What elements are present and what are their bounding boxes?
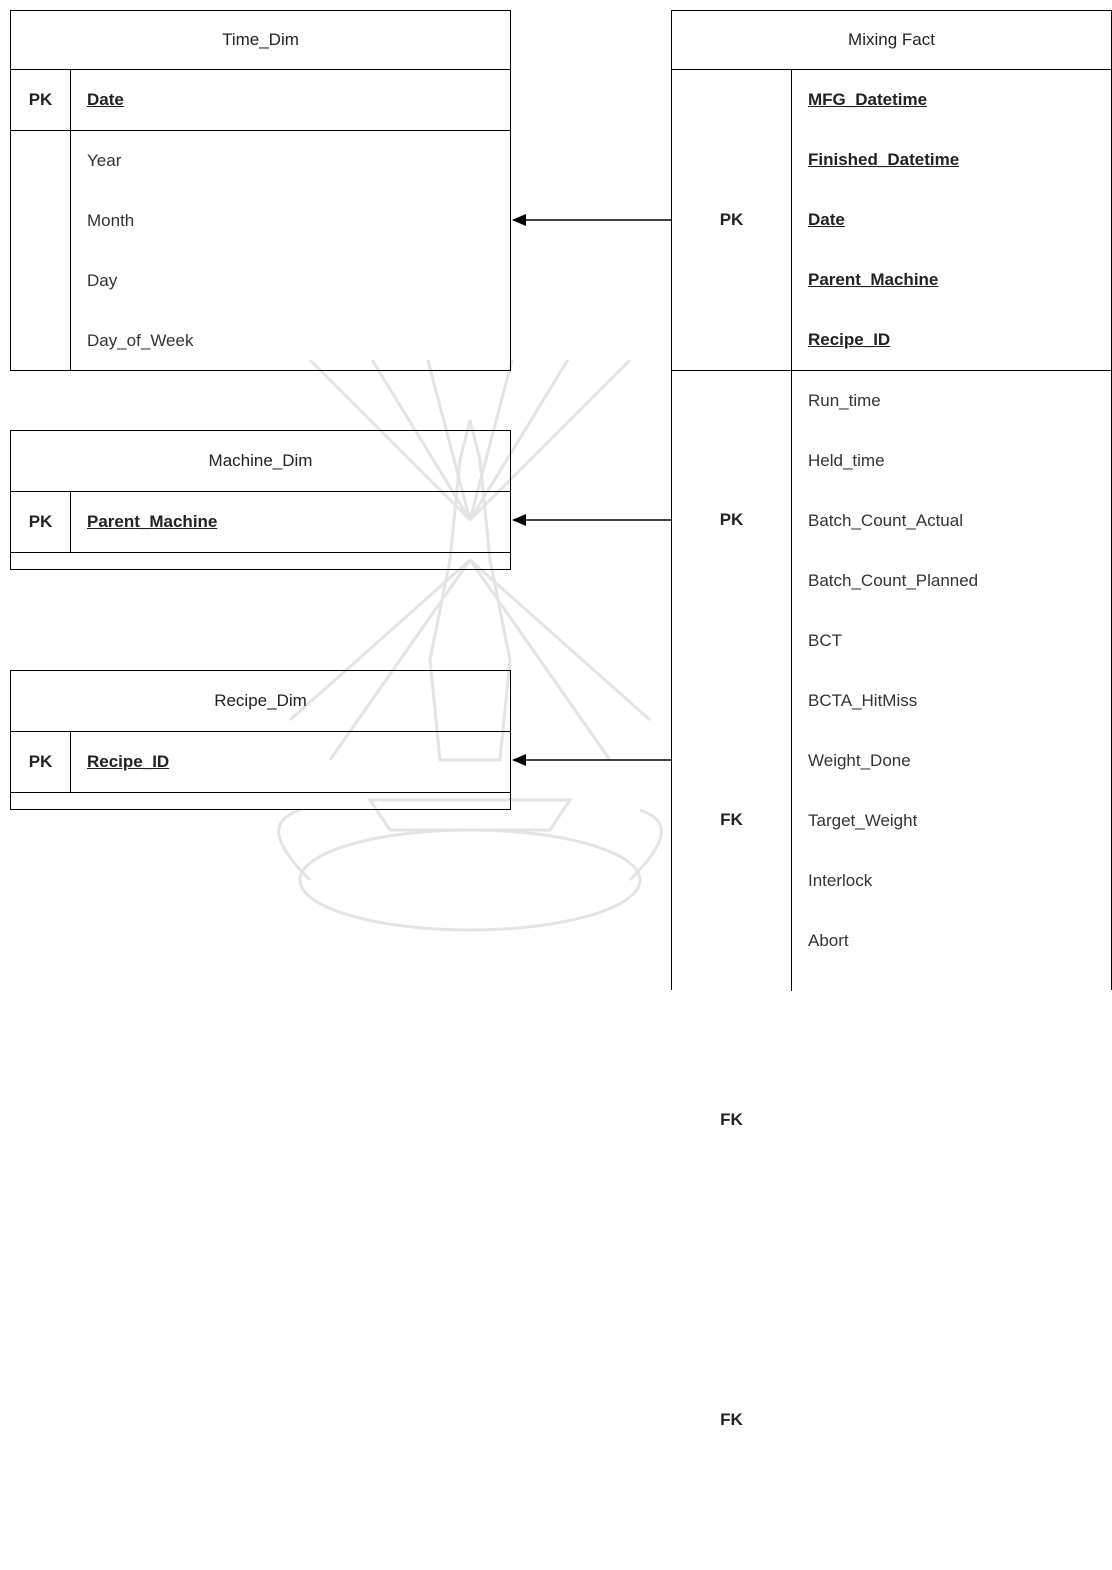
pk-field-date: Date xyxy=(87,90,124,109)
table-row: PK Parent_Machine xyxy=(11,492,510,552)
machine-dim-title: Machine_Dim xyxy=(11,431,510,492)
table-row: PK Date xyxy=(11,70,510,130)
field-month: Month xyxy=(87,211,135,230)
field-target-weight: Target_Weight xyxy=(808,811,918,830)
pk-field-recipe-id: Recipe_ID xyxy=(87,752,170,771)
fk-field-parent-machine: Parent_Machine xyxy=(808,270,939,289)
field-batch-count-actual: Batch_Count_Actual xyxy=(808,511,963,530)
list-item: Parent_Machine xyxy=(792,250,959,310)
mixing-fact-title: Mixing Fact xyxy=(672,11,1111,70)
key-label: FK xyxy=(720,1110,743,1129)
list-item: Held_time xyxy=(792,431,978,491)
list-item: Day xyxy=(71,251,193,311)
recipe-dim-empty-attributes xyxy=(11,793,510,811)
list-item: Day_of_Week xyxy=(71,311,193,371)
list-item: Recipe_ID xyxy=(792,310,959,370)
field-day-of-week: Day_of_Week xyxy=(87,331,194,350)
list-item: MFG_Datetime xyxy=(792,70,959,130)
time-dim-table[interactable]: Time_Dim PK Date Year Month Day Day_of_W… xyxy=(10,10,511,371)
mixing-fact-attributes: Run_time Held_time Batch_Count_Actual Ba… xyxy=(672,371,1111,991)
time-dim-title: Time_Dim xyxy=(11,11,510,70)
list-item: Year xyxy=(71,131,193,191)
key-label: FK xyxy=(720,1410,743,1429)
list-item: Month xyxy=(71,191,193,251)
key-label: PK xyxy=(11,492,71,552)
field-interlock: Interlock xyxy=(808,871,873,890)
list-item: Weight_Done xyxy=(792,731,978,791)
field-weight-done: Weight_Done xyxy=(808,751,911,770)
mixing-fact-key-section: PK PK FK FK FK MFG_Datetime Finished_Dat… xyxy=(672,70,1111,1429)
list-item: Batch_Count_Actual xyxy=(792,491,978,551)
recipe-dim-key-section: PK Recipe_ID xyxy=(11,732,510,793)
machine-dim-table[interactable]: Machine_Dim PK Parent_Machine xyxy=(10,430,511,570)
watermark-emblem xyxy=(277,360,663,932)
attribute-list: Year Month Day Day_of_Week xyxy=(71,131,193,371)
time-dim-attributes: Year Month Day Day_of_Week xyxy=(11,131,510,371)
field-batch-count-planned: Batch_Count_Planned xyxy=(808,571,979,590)
recipe-dim-table[interactable]: Recipe_Dim PK Recipe_ID xyxy=(10,670,511,810)
key-column-spacer xyxy=(672,371,792,991)
key-column: PK PK FK FK FK xyxy=(672,70,792,1429)
list-item: Batch_Count_Planned xyxy=(792,551,978,611)
field-day: Day xyxy=(87,271,118,290)
time-dim-key-section: PK Date xyxy=(11,70,510,131)
fk-field-date: Date xyxy=(808,210,845,229)
key-field-list: MFG_Datetime Finished_Datetime Date Pare… xyxy=(792,70,959,370)
field-bcta-hitmiss: BCTA_HitMiss xyxy=(808,691,918,710)
list-item: BCT xyxy=(792,611,978,671)
machine-dim-key-section: PK Parent_Machine xyxy=(11,492,510,553)
fk-field-recipe-id: Recipe_ID xyxy=(808,330,891,349)
table-row: PK Recipe_ID xyxy=(11,732,510,792)
key-label: PK xyxy=(719,510,744,529)
field-year: Year xyxy=(87,151,122,170)
field-bct: BCT xyxy=(808,631,842,650)
list-item: Abort xyxy=(792,911,978,971)
field-abort: Abort xyxy=(808,931,849,950)
key-label: PK xyxy=(11,70,71,130)
list-item: Target_Weight xyxy=(792,791,978,851)
recipe-dim-title: Recipe_Dim xyxy=(11,671,510,732)
field-run-time: Run_time xyxy=(808,391,881,410)
key-label: FK xyxy=(720,810,743,829)
list-item: Run_time xyxy=(792,371,978,431)
list-item: Interlock xyxy=(792,851,978,911)
field-held-time: Held_time xyxy=(808,451,885,470)
pk-field-mfg-datetime: MFG_Datetime xyxy=(808,90,928,109)
list-item: Date xyxy=(792,190,959,250)
list-item: BCTA_HitMiss xyxy=(792,671,978,731)
mixing-fact-table[interactable]: Mixing Fact PK PK FK FK FK MFG_Datetime … xyxy=(671,10,1112,1429)
machine-dim-empty-attributes xyxy=(11,553,510,571)
attribute-list: Run_time Held_time Batch_Count_Actual Ba… xyxy=(792,371,978,991)
key-label: PK xyxy=(719,210,744,229)
list-item: Finished_Datetime xyxy=(792,130,959,190)
pk-field-parent-machine: Parent_Machine xyxy=(87,512,218,531)
key-label: PK xyxy=(11,732,71,792)
key-column-spacer xyxy=(11,131,71,371)
pk-field-finished-datetime: Finished_Datetime xyxy=(808,150,960,169)
